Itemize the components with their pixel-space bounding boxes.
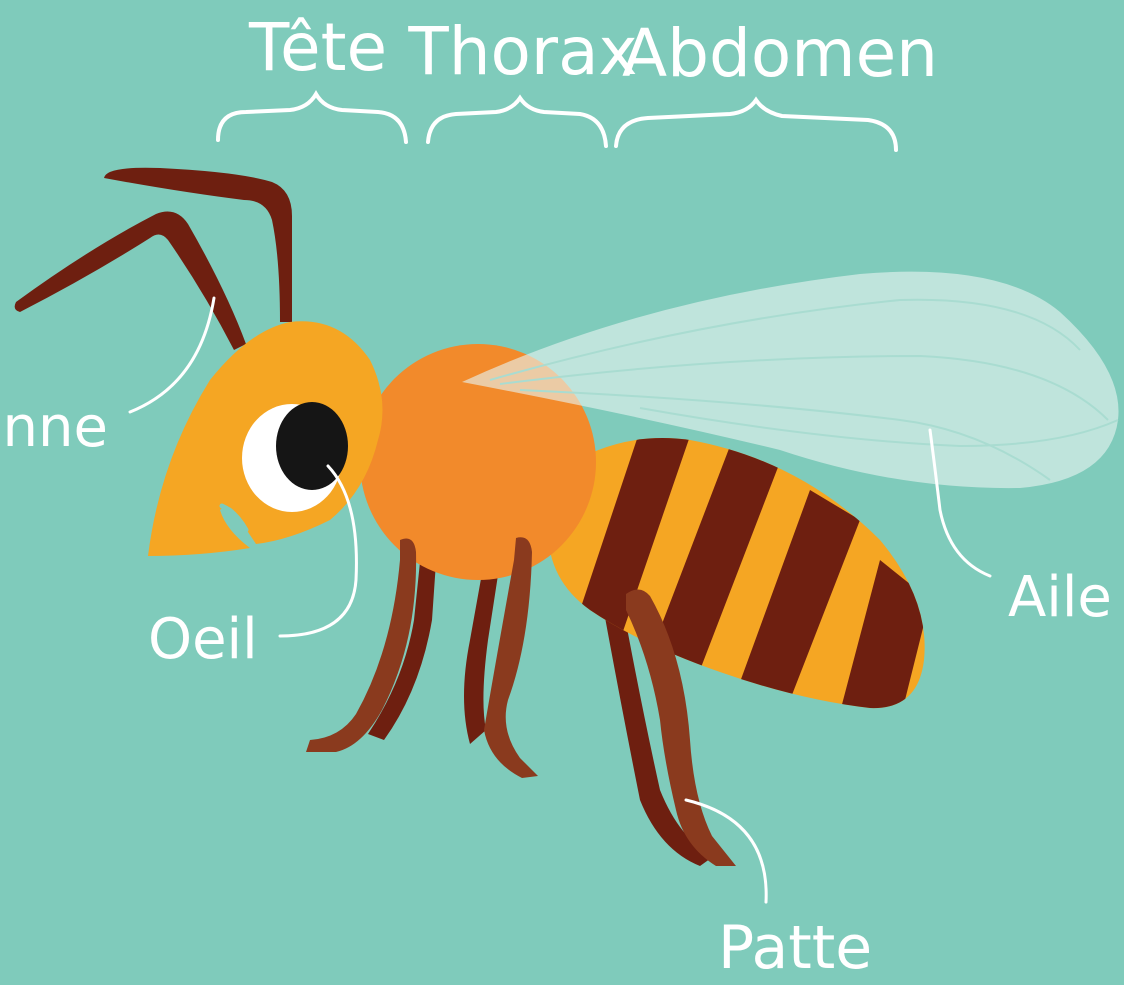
front-antenna <box>15 212 246 350</box>
part-label-leg: Patte <box>718 913 872 983</box>
abdomen-brace <box>616 100 896 150</box>
part-label-antenna: Antenne <box>0 395 108 460</box>
part-label-wing: Aile <box>1008 565 1112 630</box>
head-brace <box>218 94 406 142</box>
leg-front-1 <box>306 539 416 753</box>
segment-label-thorax: Thorax <box>407 13 637 90</box>
part-label-eye: Oeil <box>148 607 258 672</box>
segment-label-abdomen: Abdomen <box>622 15 938 92</box>
segment-label-head: Tête <box>248 9 387 86</box>
thorax-brace <box>428 98 606 146</box>
